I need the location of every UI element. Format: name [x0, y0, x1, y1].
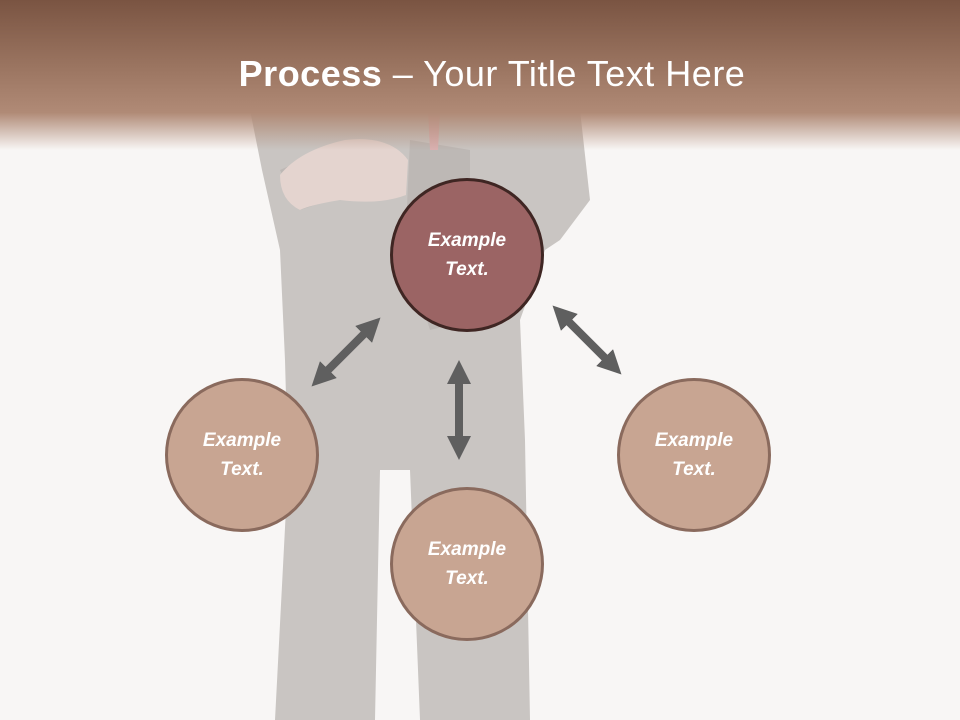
node-left[interactable]: Example Text.	[165, 378, 319, 532]
arrow-center-left	[311, 317, 381, 387]
title-band	[0, 0, 960, 150]
node-center[interactable]: Example Text.	[390, 178, 544, 332]
slide-title: Process – Your Title Text Here	[0, 52, 960, 96]
node-bottom-label: Example Text.	[427, 539, 507, 589]
node-bottom[interactable]: Example Text.	[390, 487, 544, 641]
node-right[interactable]: Example Text.	[617, 378, 771, 532]
node-left-label: Example Text.	[202, 430, 282, 480]
title-rest: – Your Title Text Here	[382, 53, 746, 94]
node-right-label: Example Text.	[654, 430, 734, 480]
node-center-label: Example Text.	[427, 230, 507, 280]
arrow-center-right	[552, 305, 622, 375]
title-bold: Process	[238, 53, 383, 94]
